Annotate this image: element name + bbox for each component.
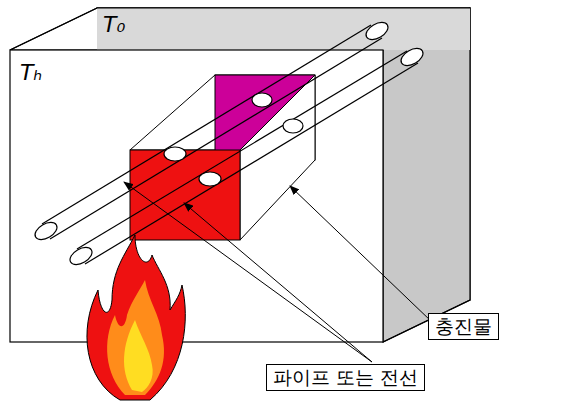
wall-top bbox=[10, 8, 470, 50]
back-wall-top bbox=[97, 8, 470, 50]
temperature-label: T₀ bbox=[103, 12, 125, 37]
label-text: 파이프 또는 전선 bbox=[273, 366, 418, 389]
seal-side bbox=[240, 75, 315, 240]
temperature-label: Tₕ bbox=[20, 60, 42, 85]
pipes bbox=[42, 25, 418, 264]
leader-arrows bbox=[124, 182, 432, 362]
flame bbox=[87, 235, 185, 400]
label-box: 파이프 또는 전선 bbox=[266, 364, 425, 391]
pipe-ends bbox=[32, 19, 426, 268]
label-text: 충진물 bbox=[435, 315, 492, 338]
label-box: 충진물 bbox=[428, 313, 499, 340]
